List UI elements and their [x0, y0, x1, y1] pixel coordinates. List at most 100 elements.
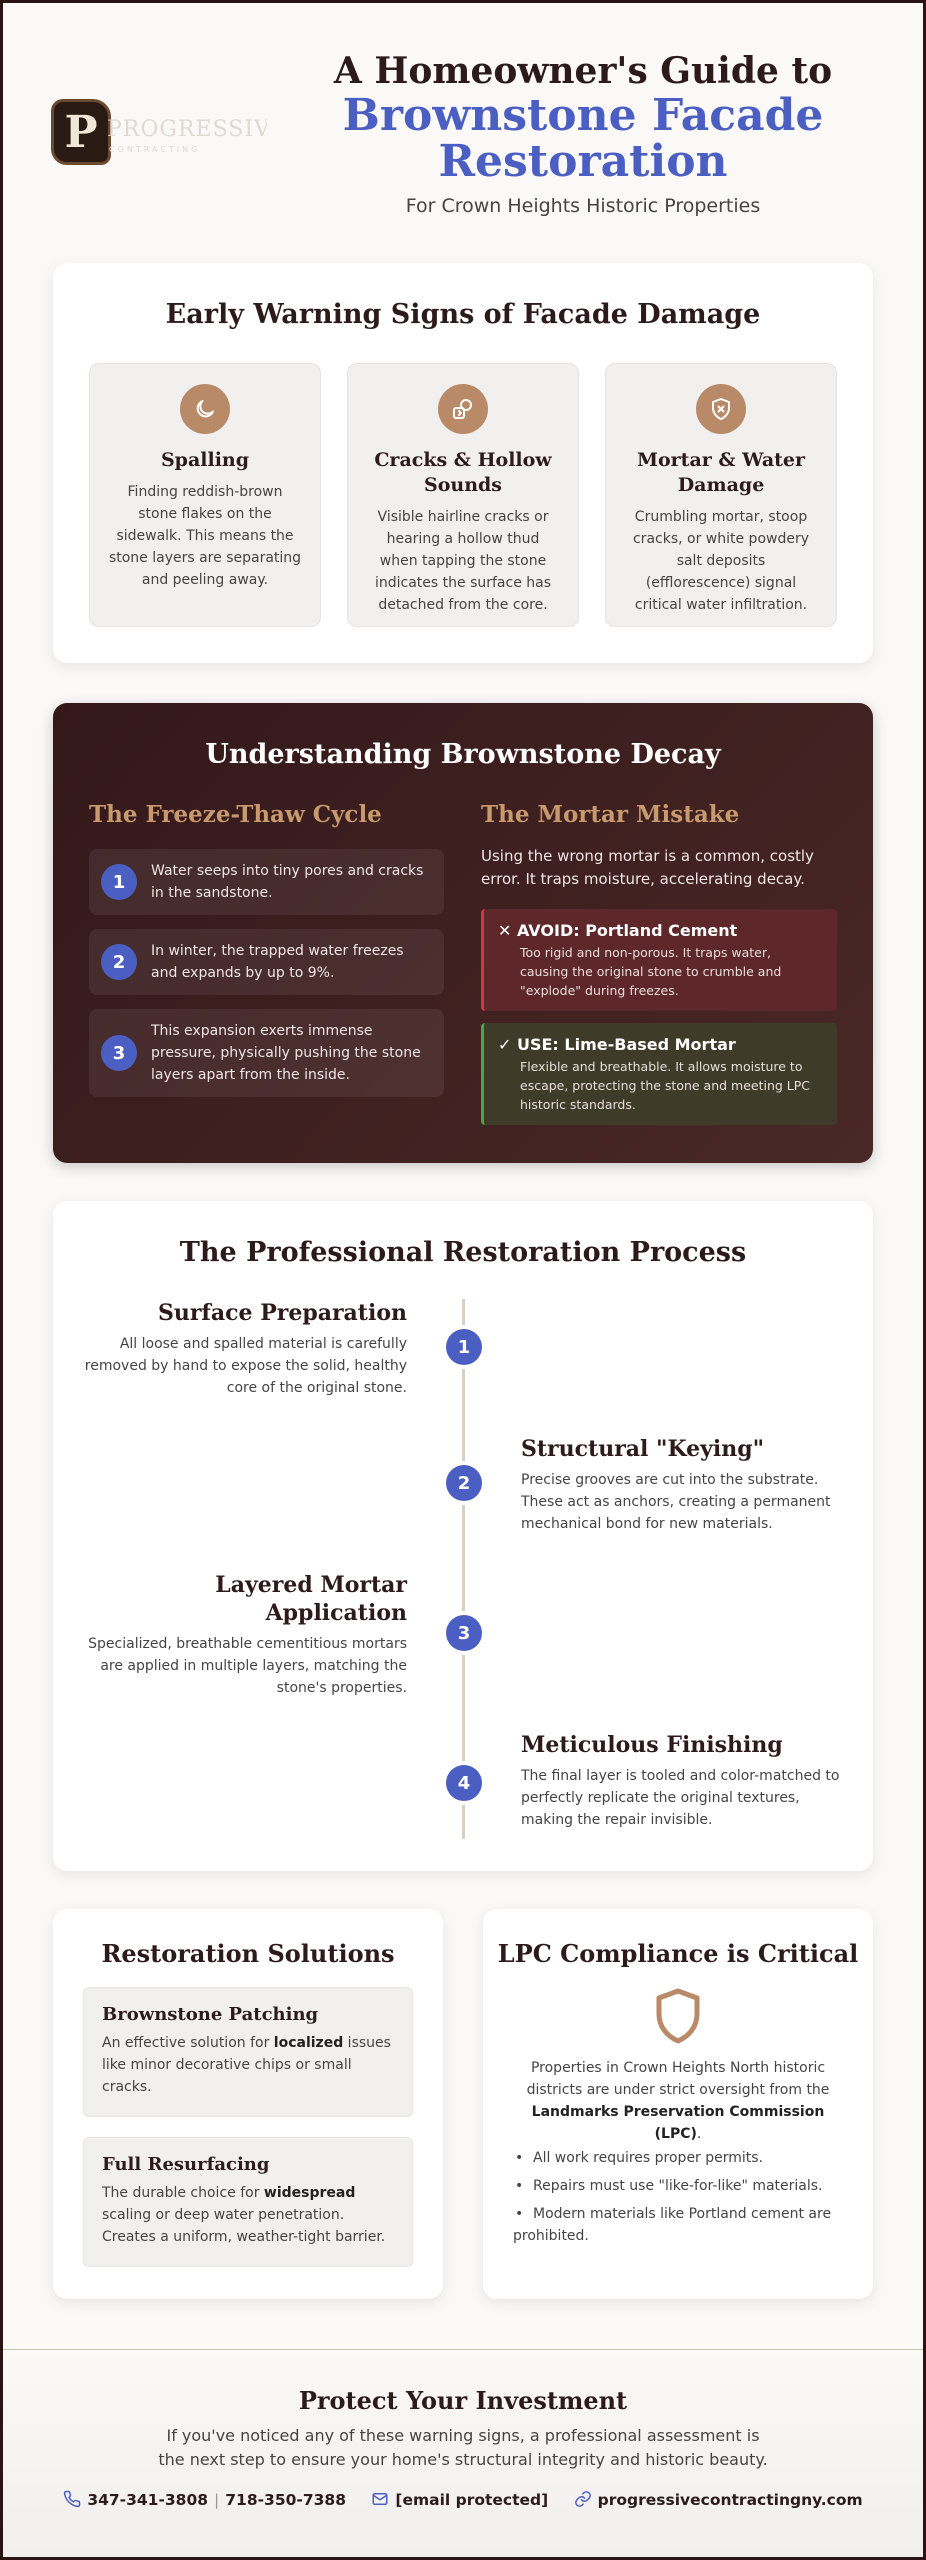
sign-text: Finding reddish-brown stone flakes on th… [108, 484, 302, 588]
text-part: . [696, 2126, 702, 2142]
cracked-stone-icon [438, 384, 488, 434]
list-item-text: Modern materials like Portland cement ar… [513, 2206, 832, 2244]
process-title: The Professional Restoration Process [179, 1237, 747, 1268]
phone-link-1[interactable]: 347-341-3808 [87, 2491, 209, 2509]
company-logo[interactable]: P [51, 99, 111, 165]
x-icon: ✕ [498, 921, 512, 940]
link-icon [574, 2491, 591, 2507]
check-icon: ✓ [498, 1035, 512, 1054]
process-step-text: Precise grooves are cut into the substra… [521, 1472, 831, 1532]
sign-title: Mortar & Water Damage [636, 449, 806, 496]
contact-bar: 347-341-3808 | 718-350-7388 [email protect… [3, 2490, 923, 2509]
step-number: 1 [101, 864, 137, 900]
process-step-title: Surface Preparation [157, 1300, 407, 1326]
lpc-title: LPC Compliance is Critical [497, 1939, 859, 1968]
text-part: issues like minor decorative chips or sm… [102, 2035, 391, 2095]
process-step-number: 4 [446, 1765, 482, 1801]
text-part: An effective solution for [102, 2035, 274, 2051]
phone-link-2[interactable]: 718-350-7388 [225, 2491, 346, 2509]
use-label: USE: Lime-Based Mortar [516, 1035, 736, 1054]
patching-heading: Brownstone Patching [102, 2004, 319, 2025]
use-text: Flexible and breathable. It allows moist… [520, 1059, 811, 1112]
sign-title: Spalling [160, 449, 250, 471]
logo-subtext: CONTRACTING [109, 145, 201, 154]
freeze-step: 2 In winter, the trapped water freezes a… [89, 929, 444, 995]
title-line-2: Brownstone Facade [342, 90, 824, 141]
avoid-heading: ✕ AVOID: Portland Cement [498, 921, 737, 940]
sign-spalling: Spalling Finding reddish-brown stone fla… [89, 363, 321, 627]
email-link[interactable]: [email protected] [395, 2491, 549, 2509]
process-step-3: Layered Mortar Application Specialized, … [83, 1571, 407, 1699]
use-lime-box: ✓ USE: Lime-Based Mortar Flexible and br… [481, 1023, 837, 1125]
list-item: •All work requires proper permits. [515, 2150, 764, 2166]
sign-cracks: Cracks & Hollow Sounds Visible hairline … [347, 363, 579, 627]
text-part: The durable choice for [102, 2185, 264, 2201]
list-item-text: Repairs must use "like-for-like" materia… [533, 2178, 823, 2194]
mortar-mistake-title: The Mortar Mistake [481, 801, 740, 828]
separator: | [214, 2491, 220, 2509]
process-step-text: Specialized, breathable cementitious mor… [88, 1636, 407, 1696]
resurfacing-box: Full Resurfacing The durable choice for … [83, 2137, 413, 2267]
decay-title: Understanding Brownstone Decay [205, 739, 721, 770]
emphasis: localized [273, 2035, 344, 2051]
process-step-1: Surface Preparation All loose and spalle… [83, 1299, 407, 1399]
process-step-2: Structural "Keying" Precise grooves are … [521, 1435, 845, 1535]
moon-icon [180, 384, 230, 434]
title-line-1: A Homeowner's Guide to [333, 50, 833, 92]
phone-icon [64, 2490, 81, 2508]
website-link[interactable]: progressivecontractingny.com [597, 2491, 863, 2509]
website-group: progressivecontractingny.com [574, 2490, 863, 2509]
sign-text: Visible hairline cracks or hearing a hol… [374, 509, 552, 613]
list-item: •Repairs must use "like-for-like" materi… [515, 2178, 823, 2194]
step-text: This expansion exerts immense pressure, … [151, 1023, 421, 1083]
step-text: In winter, the trapped water freezes and… [151, 943, 404, 981]
mortar-intro: Using the wrong mortar is a common, cost… [481, 847, 814, 888]
patching-box: Brownstone Patching An effective solutio… [83, 1987, 413, 2117]
lpc-emphasis: Landmarks Preservation Commission (LPC) [531, 2104, 825, 2142]
text-part: Properties in Crown Heights North histor… [526, 2060, 830, 2098]
page-subtitle: For Crown Heights Historic Properties [405, 195, 761, 217]
header: P PROGRESSIVE CONTRACTING A Homeowner's … [3, 3, 923, 233]
mail-icon [372, 2493, 388, 2505]
page-title: A Homeowner's Guide to Brownstone Facade… [293, 49, 873, 217]
warning-signs-card: Early Warning Signs of Facade Damage Spa… [53, 263, 873, 663]
text-part: scaling or deep water penetration. Creat… [102, 2207, 386, 2245]
process-step-title: Meticulous Finishing [521, 1732, 783, 1758]
decay-section: Understanding Brownstone Decay The Freez… [53, 703, 873, 1163]
freeze-step: 1 Water seeps into tiny pores and cracks… [89, 849, 444, 915]
process-step-number: 2 [446, 1465, 482, 1501]
list-item: •Modern materials like Portland cement a… [513, 2206, 832, 2244]
emphasis: widespread [263, 2185, 356, 2201]
process-step-text: All loose and spalled material is carefu… [84, 1336, 407, 1396]
avoid-label: AVOID: Portland Cement [516, 921, 738, 940]
solutions-card: Restoration Solutions Brownstone Patchin… [53, 1909, 443, 2299]
footer: Protect Your Investment If you've notice… [3, 2349, 923, 2557]
footer-text: If you've noticed any of these warning s… [158, 2426, 768, 2469]
freeze-step: 3 This expansion exerts immense pressure… [89, 1009, 444, 1097]
resurfacing-heading: Full Resurfacing [102, 2154, 270, 2175]
process-step-number: 1 [446, 1329, 482, 1365]
shield-x-icon [696, 384, 746, 434]
process-step-title: Structural "Keying" [521, 1436, 765, 1462]
resurfacing-text: The durable choice for widespread scalin… [102, 2182, 396, 2248]
page: P PROGRESSIVE CONTRACTING A Homeowner's … [3, 3, 923, 2557]
lpc-requirements-list: •All work requires proper permits. •Repa… [513, 2147, 843, 2253]
list-item-text: All work requires proper permits. [533, 2150, 764, 2166]
process-step-title: Layered Mortar Application [215, 1572, 407, 1626]
logo-text: PROGRESSIVE [107, 117, 267, 142]
patching-text: An effective solution for localized issu… [102, 2032, 396, 2098]
solutions-title: Restoration Solutions [101, 1939, 395, 1968]
email-group: [email protected] [371, 2490, 548, 2509]
step-number: 3 [101, 1035, 137, 1071]
phone-group: 347-341-3808 | 718-350-7388 [63, 2490, 346, 2509]
process-step-number: 3 [446, 1615, 482, 1651]
title-line-3: Restoration [438, 136, 728, 187]
shield-icon [653, 1987, 703, 2049]
freeze-thaw-title: The Freeze-Thaw Cycle [89, 801, 382, 828]
use-heading: ✓ USE: Lime-Based Mortar [498, 1035, 736, 1054]
process-step-text: The final layer is tooled and color-matc… [521, 1768, 840, 1828]
footer-title: Protect Your Investment [298, 2386, 628, 2415]
sign-title: Cracks & Hollow Sounds [374, 449, 552, 496]
lpc-card: LPC Compliance is Critical Properties in… [483, 1909, 873, 2299]
logo-letter: P [64, 106, 98, 158]
